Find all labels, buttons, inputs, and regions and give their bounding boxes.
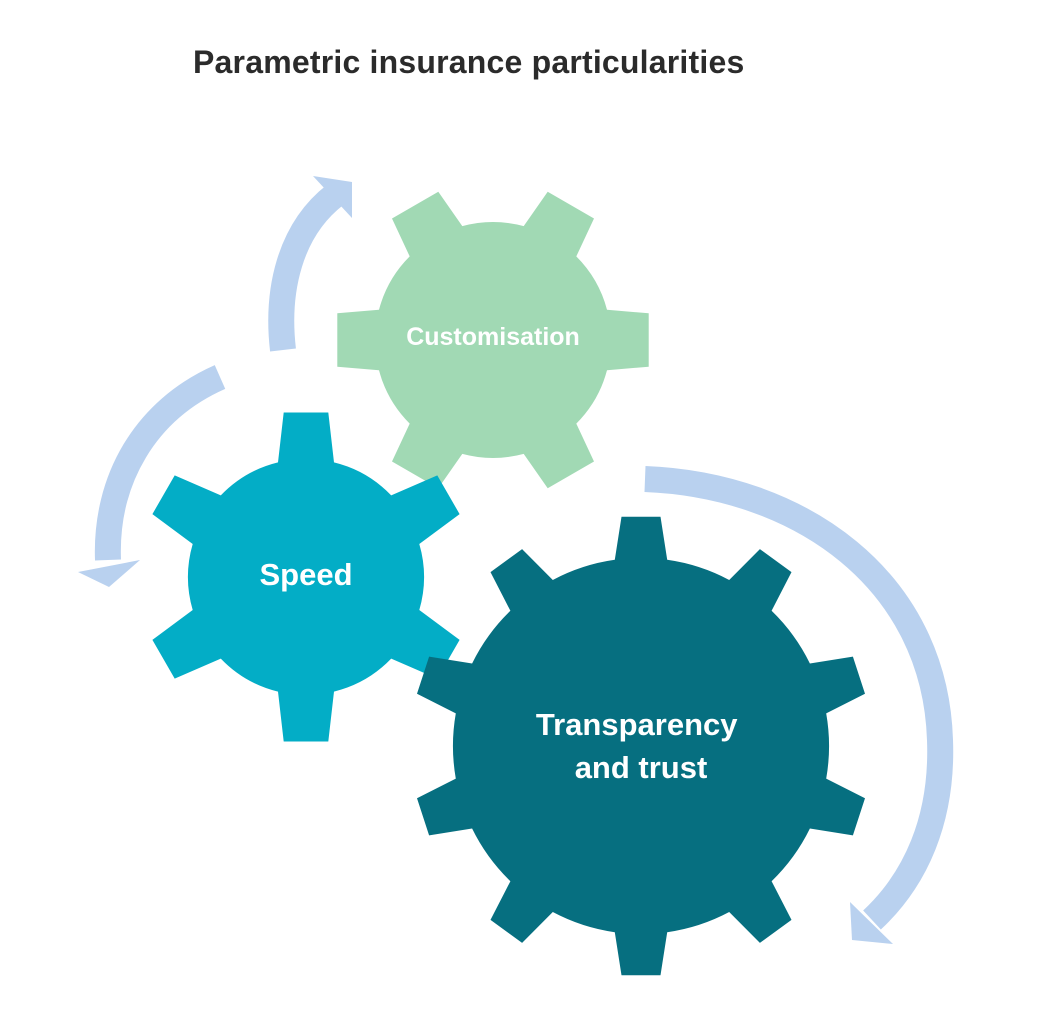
transparency-gear-shape xyxy=(417,516,865,976)
arrow-to-speed xyxy=(94,365,226,561)
transparency-gear: Transparency and trust xyxy=(417,516,865,976)
arrow-head-transparency xyxy=(850,902,893,944)
arrow-head-customisation xyxy=(313,176,352,218)
speed-gear: Speed xyxy=(152,412,460,742)
customisation-gear: Customisation xyxy=(337,191,649,489)
diagram-title: Parametric insurance particularities xyxy=(193,44,745,80)
arrow-head-speed xyxy=(78,560,140,587)
customisation-label: Customisation xyxy=(406,323,580,351)
speed-label: Speed xyxy=(259,557,352,592)
arrow-to-customisation xyxy=(268,184,344,352)
speed-gear-shape xyxy=(152,412,460,742)
customisation-gear-shape xyxy=(337,191,649,489)
transparency-label: Transparency and trust xyxy=(536,707,746,785)
arrow-to-transparency xyxy=(644,466,954,930)
